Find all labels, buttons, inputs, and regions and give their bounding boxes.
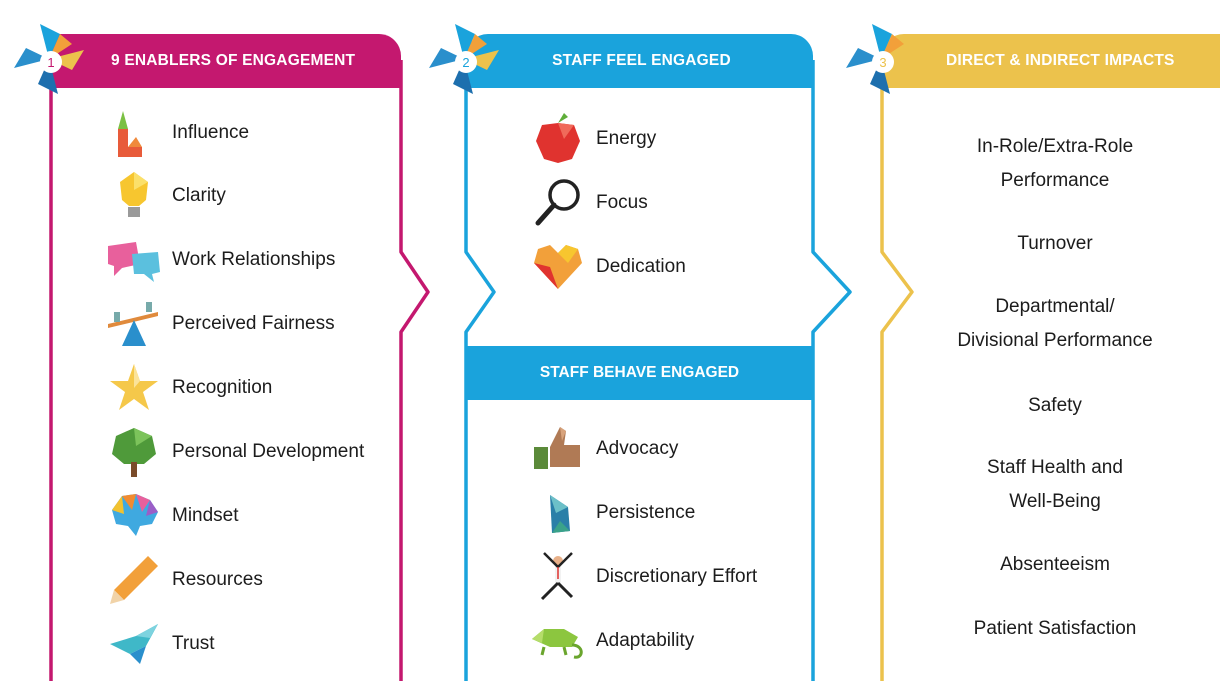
feel-energy: Energy — [530, 113, 656, 165]
behave-label: Adaptability — [596, 630, 695, 651]
enabler-label: Mindset — [172, 505, 239, 526]
behave-label: Advocacy — [596, 438, 679, 459]
badge-3-number: 3 — [879, 55, 886, 70]
enabler-recognition: Recognition — [106, 362, 272, 414]
impact-line: Performance — [1000, 170, 1110, 191]
behave-advocacy: Advocacy — [530, 423, 678, 475]
behave-discretionary-effort: Discretionary Effort — [530, 551, 757, 603]
behave-adaptability: Adaptability — [530, 615, 694, 667]
enabler-label: Personal Development — [172, 441, 365, 462]
panel-3-title: DIRECT & INDIRECT IMPACTS — [946, 52, 1175, 69]
thumbs-up-icon — [534, 427, 580, 469]
impact-line: Divisional Performance — [957, 330, 1153, 351]
pinwheel-badge-3: 3 — [846, 24, 916, 94]
enabler-mindset: Mindset — [106, 490, 239, 542]
bird-icon — [110, 624, 158, 664]
badge-1-number: 1 — [47, 55, 54, 70]
impact-departmental-divisional-performance: Departmental/ Divisional Performance — [915, 290, 1195, 358]
enabler-trust: Trust — [106, 618, 215, 670]
star-icon — [110, 364, 158, 410]
speech-bubbles-icon — [108, 242, 160, 282]
behave-label: Persistence — [596, 502, 696, 523]
enabler-label: Clarity — [172, 185, 226, 206]
arrow-icon — [118, 111, 142, 157]
panel-1-header: 9 ENABLERS OF ENGAGEMENT — [51, 34, 401, 88]
panel-3-outline — [880, 60, 914, 681]
impact-line: Absenteeism — [1000, 554, 1110, 575]
pinwheel-badge-2: 2 — [429, 24, 499, 94]
enabler-work-relationships: Work Relationships — [106, 234, 335, 286]
rock-icon — [550, 495, 570, 533]
impact-line: Staff Health and — [987, 457, 1123, 478]
enabler-label: Work Relationships — [172, 249, 336, 270]
behave-persistence: Persistence — [530, 487, 695, 539]
enabler-label: Influence — [172, 122, 250, 143]
enabler-influence: Influence — [106, 107, 249, 159]
impact-patient-satisfaction: Patient Satisfaction — [915, 612, 1195, 646]
impact-line: Safety — [1028, 395, 1082, 416]
pinwheel-badge-1: 1 — [14, 24, 84, 94]
impact-safety: Safety — [915, 389, 1195, 423]
panel-2-outline — [464, 60, 852, 681]
impact-line: Well-Being — [1009, 491, 1101, 512]
feel-focus: Focus — [530, 177, 648, 229]
lightbulb-icon — [120, 172, 148, 217]
impact-absenteeism: Absenteeism — [915, 548, 1195, 582]
feel-label: Energy — [596, 128, 657, 149]
panel-3-header: DIRECT & INDIRECT IMPACTS — [882, 34, 1220, 88]
pencil-icon — [110, 556, 158, 604]
behave-label: Discretionary Effort — [596, 566, 758, 587]
panel-2-behave-header: STAFF BEHAVE ENGAGED — [466, 346, 813, 400]
feel-label: Focus — [596, 192, 648, 213]
impact-staff-health-and-well-being: Staff Health and Well-Being — [915, 451, 1195, 519]
enabler-perceived-fairness: Perceived Fairness — [106, 298, 335, 350]
enabler-label: Perceived Fairness — [172, 313, 335, 334]
enabler-resources: Resources — [106, 554, 263, 606]
seesaw-icon — [108, 302, 158, 346]
magnifier-icon — [535, 179, 580, 226]
panel-1-title: 9 ENABLERS OF ENGAGEMENT — [111, 52, 356, 69]
impact-line: Patient Satisfaction — [973, 618, 1137, 639]
enabler-label: Recognition — [172, 377, 273, 398]
jumping-person-icon — [540, 552, 574, 601]
chameleon-icon — [532, 629, 583, 659]
enabler-label: Trust — [172, 633, 215, 654]
impact-turnover: Turnover — [915, 227, 1195, 261]
panel-2-behave-title: STAFF BEHAVE ENGAGED — [539, 364, 740, 381]
tree-icon — [112, 428, 156, 477]
feel-dedication: Dedication — [530, 241, 686, 293]
impact-line: Turnover — [1017, 233, 1093, 254]
panel-1-outline — [49, 60, 430, 681]
feel-label: Dedication — [596, 256, 686, 277]
impact-line: Departmental/ — [995, 296, 1115, 317]
enabler-label: Resources — [172, 569, 263, 590]
impact-line: In-Role/Extra-Role — [976, 136, 1134, 157]
brain-icon — [112, 494, 158, 536]
badge-2-number: 2 — [462, 55, 469, 70]
enabler-clarity: Clarity — [106, 170, 226, 222]
panel-2-title: STAFF FEEL ENGAGED — [552, 52, 731, 69]
enabler-personal-development: Personal Development — [106, 426, 364, 478]
impact-in-role-extra-role-performance: In-Role/Extra-Role Performance — [915, 130, 1195, 198]
heart-icon — [534, 245, 582, 289]
panel-2-header: STAFF FEEL ENGAGED — [466, 34, 813, 88]
apple-icon — [536, 113, 580, 163]
